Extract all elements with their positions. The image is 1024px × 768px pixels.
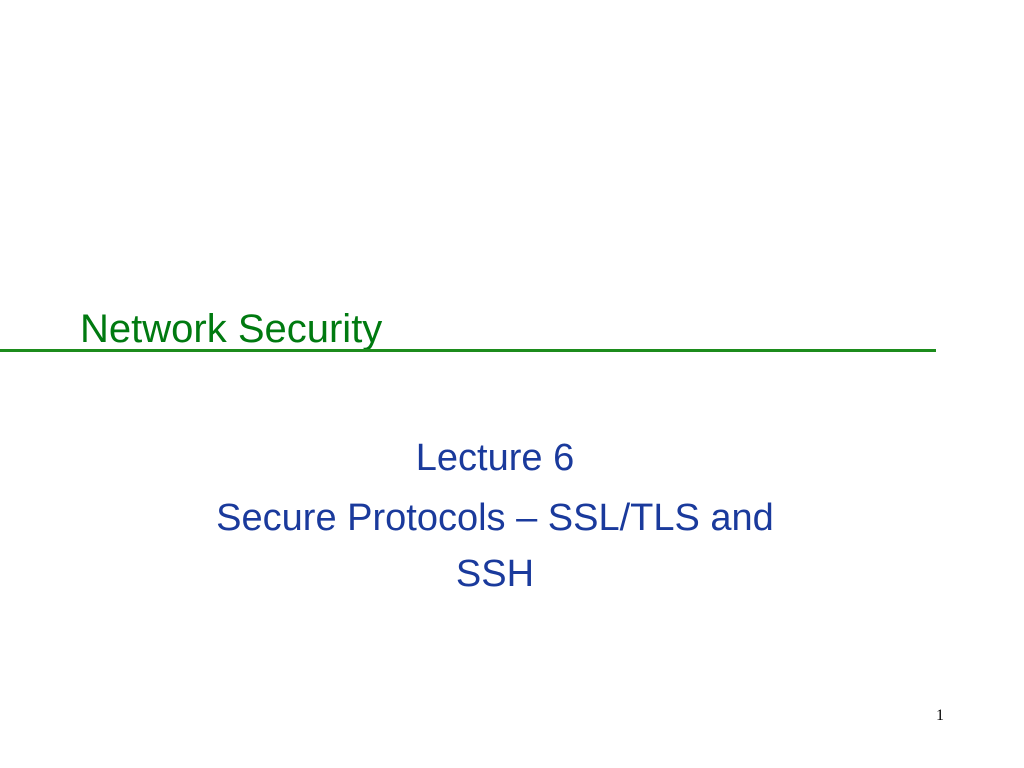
subtitle-topic-line-2: SSH bbox=[455, 553, 535, 595]
subtitle-lecture-number: Lecture 6 bbox=[415, 437, 575, 479]
slide-title: Network Security bbox=[80, 307, 383, 351]
page-number: 1 bbox=[936, 707, 944, 724]
slide-subtitle: Lecture 6 Secure Protocols – SSL/TLS and… bbox=[150, 430, 840, 602]
title-underline-rule bbox=[0, 349, 936, 352]
subtitle-topic-line-1: Secure Protocols – SSL/TLS and bbox=[216, 497, 774, 539]
